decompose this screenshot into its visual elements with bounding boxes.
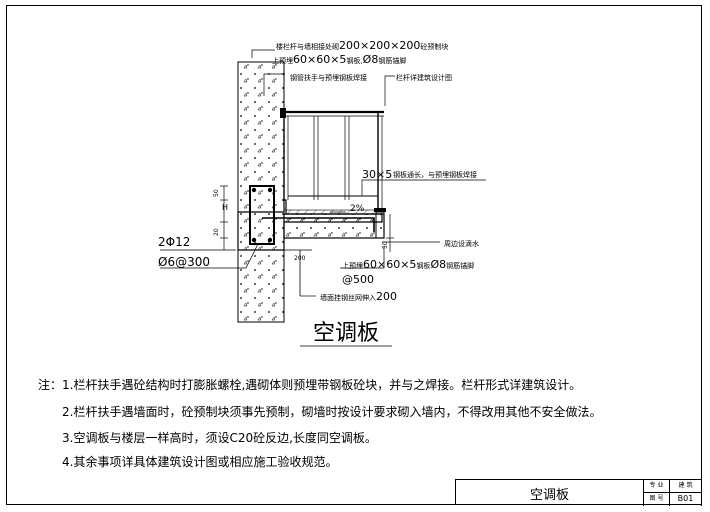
label-dim-50-upper: 50	[213, 189, 220, 197]
title-block: 空调板 专 业 建 筑 图 号 B01	[455, 479, 702, 506]
label-pipe-weld: 钢管扶手与预埋钢板焊接	[290, 73, 367, 82]
label-railing-ref: 栏杆详建筑设计图	[396, 73, 452, 82]
drawing-frame	[6, 5, 702, 505]
label-bottom-embed: 上预埋60×60×5钢板Ø8钢筋锚脚	[342, 258, 474, 271]
note-item: 1.栏杆扶手遇砼结构时打膨胀螺栓,遇砌体则预埋带钢板砼块，并与之焊接。栏杆形式详…	[62, 378, 582, 392]
leader-line	[251, 49, 275, 58]
label-dim-20: 20	[213, 228, 220, 236]
label-drain: 周边设滴水	[444, 239, 479, 248]
rebar-dot	[251, 187, 257, 193]
notes-line-4: 4.其余事项详具体建筑设计图或相应施工验收规范。	[62, 453, 337, 470]
embed-plate	[280, 108, 286, 118]
title-block-name: 空调板	[456, 480, 644, 506]
label-top-line2: 上预埋60×60×5钢板,Ø8钢筋锚脚	[272, 53, 406, 66]
leader-line	[384, 75, 395, 106]
label-dim-h: H	[222, 203, 228, 212]
label-dim-50-lower: 50	[382, 241, 389, 249]
discipline-label: 专 业	[644, 480, 670, 493]
leader-line	[361, 179, 486, 196]
lower-wall	[237, 249, 285, 323]
embed-plate	[374, 208, 386, 212]
notes-line-2: 2.栏杆扶手遇墙面时，砼预制块须事先预制，砌墙时按设计要求砌入墙内，不得改用其他…	[62, 403, 601, 420]
label-mesh: 墙面挂钢丝网伸入200	[320, 290, 397, 303]
note-item: 4.其余事项详具体建筑设计图或相应施工验收规范。	[62, 455, 338, 469]
discipline-value: 建 筑	[670, 480, 702, 493]
notes-prefix: 注：	[38, 378, 63, 392]
sheet-label: 图 号	[644, 493, 670, 506]
notes-line-3: 3.空调板与楼层一样高时，须设C20砼反边,长度同空调板。	[62, 429, 377, 446]
label-dim-200: 200	[294, 255, 306, 262]
label-stirrup: Ø6@300	[158, 255, 210, 269]
note-item: 3.空调板与楼层一样高时，须设C20砼反边,长度同空调板。	[62, 431, 377, 445]
label-rebar-bottom: 2Φ12	[158, 235, 190, 249]
stirrup	[249, 185, 275, 245]
label-plate-dim: 30×5	[362, 168, 392, 181]
sheet-value: B01	[670, 493, 702, 506]
upper-wall	[237, 61, 285, 213]
note-item: 2.栏杆扶手遇墙面时，砼预制块须事先预制，砌墙时按设计要求砌入墙内，不得改用其他…	[62, 405, 602, 419]
notes-line-1: 注：1.栏杆扶手遇砼结构时打膨胀螺栓,遇砌体则预埋带钢板砼块，并与之焊接。栏杆形…	[38, 376, 581, 393]
leader-line	[160, 243, 259, 269]
label-slope: 2%	[350, 204, 365, 214]
label-plate-text: 钢板通长，与预埋钢板焊接	[393, 170, 477, 179]
label-top-line1: 楼栏杆与墙相接处砌200×200×200砼预制块	[276, 39, 448, 52]
rebar-dot	[267, 187, 273, 193]
leader-line	[263, 73, 285, 96]
rebar-dot	[251, 237, 257, 243]
rebar-dot	[267, 237, 273, 243]
drawing-title: 空调板	[313, 321, 379, 346]
label-spacing: @500	[342, 273, 374, 286]
slab-rebar	[262, 217, 375, 232]
leader-line	[340, 246, 385, 269]
